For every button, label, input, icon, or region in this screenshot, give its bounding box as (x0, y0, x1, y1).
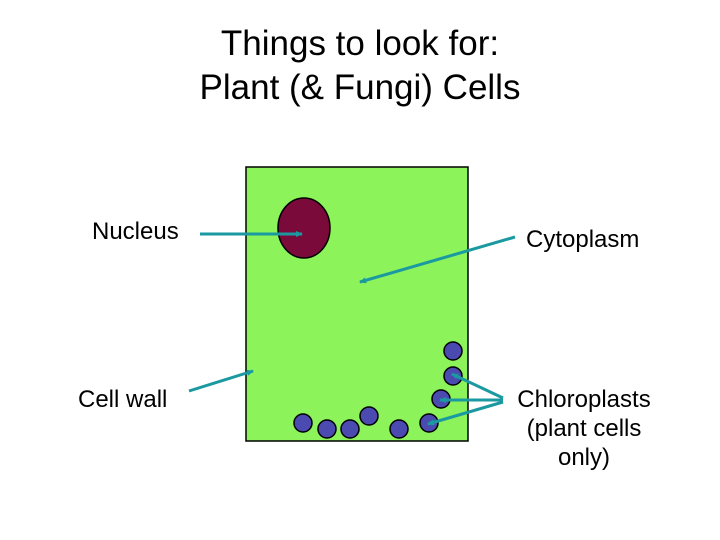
nucleus-label: Nucleus (92, 218, 179, 245)
chloroplast-arrow-3 (427, 400, 504, 426)
cytoplasm-label: Cytoplasm (526, 226, 640, 253)
chloroplast (389, 419, 409, 439)
chloroplast (443, 341, 463, 361)
chloroplasts-label-line-2: (plant cells (526, 415, 642, 442)
chloroplasts-label-line-1: Chloroplasts (517, 386, 651, 413)
chloroplasts-label-line-3: only) (557, 444, 611, 471)
cell-wall-arrow (188, 369, 254, 393)
cytoplasm-arrow (359, 235, 516, 284)
cell-wall-label: Cell wall (78, 386, 168, 413)
chloroplasts-label: Chloroplasts (plant cells only) (500, 385, 668, 472)
chloroplast (317, 419, 337, 439)
slide-title: Things to look for: Plant (& Fungi) Cell… (0, 22, 720, 110)
chloroplast (293, 413, 313, 433)
title-line-2: Plant (& Fungi) Cells (199, 68, 521, 107)
nucleus (277, 197, 331, 259)
title-line-1: Things to look for: (220, 24, 500, 63)
pointer-arrows (188, 231, 516, 426)
chloroplast (340, 419, 360, 439)
chloroplast (359, 406, 379, 426)
chloroplast-arrow-1 (451, 372, 504, 400)
